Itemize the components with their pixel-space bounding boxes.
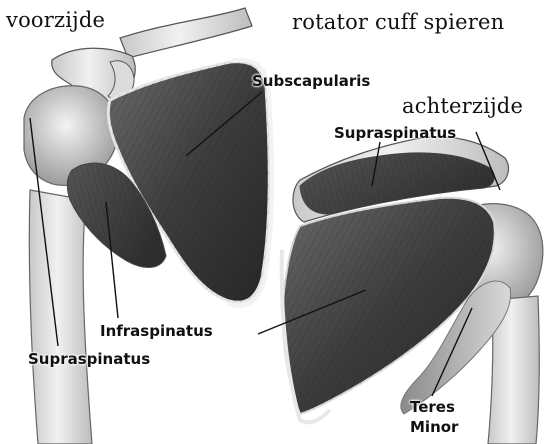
label-supraspinatus-back: Supraspinatus (334, 124, 456, 142)
front-clavicle (120, 8, 252, 58)
heading-achterzijde: achterzijde (402, 94, 523, 118)
back-infraspinatus-fibers (283, 198, 495, 414)
heading-title: rotator cuff spieren (292, 10, 504, 34)
label-infraspinatus: Infraspinatus (100, 322, 213, 340)
heading-voorzijde: voorzijde (6, 8, 105, 32)
front-view (24, 8, 272, 444)
front-humerus (29, 190, 92, 444)
label-minor: Minor (410, 418, 458, 436)
label-teres: Teres (410, 398, 455, 416)
label-supraspinatus-front: Supraspinatus (28, 350, 150, 368)
label-subscapularis: Subscapularis (252, 72, 370, 90)
